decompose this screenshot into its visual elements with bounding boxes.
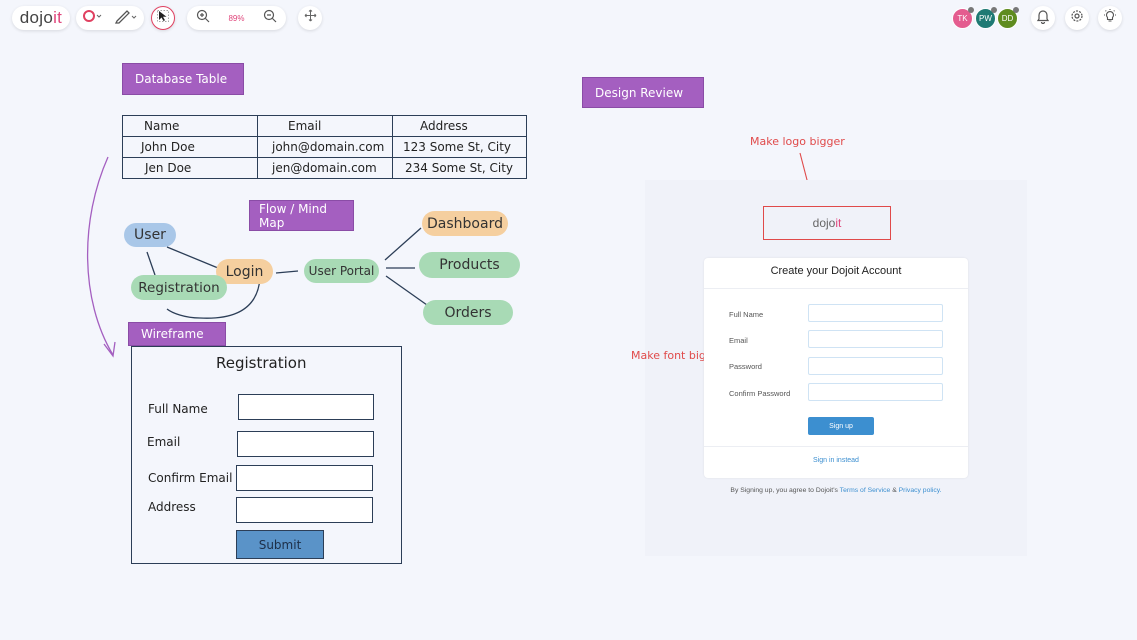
wireframe-frame[interactable] (131, 346, 402, 564)
table-cell: 123 Some St, City (392, 136, 527, 158)
table-header-cell: Name (122, 115, 258, 137)
wireframe-full-name-input[interactable] (238, 394, 374, 420)
label-email: Email (729, 336, 748, 345)
sign-in-instead-link[interactable]: Sign in instead (813, 457, 859, 464)
label-design-review[interactable]: Design Review (582, 77, 704, 108)
zoom-level[interactable]: 89% (228, 13, 245, 23)
table-header-cell: Email (257, 115, 393, 137)
avatar-initials: DD (1001, 14, 1014, 23)
node-user-portal[interactable]: User Portal (304, 259, 379, 283)
drawing-tools (76, 6, 144, 30)
email-input[interactable] (808, 330, 943, 348)
wireframe-label-address: Address (148, 500, 196, 514)
pan-tool-button[interactable] (298, 6, 322, 30)
label-confirm-password: Confirm Password (729, 389, 791, 398)
wireframe-confirm-email-input[interactable] (236, 465, 373, 491)
table-cell: 234 Some St, City (392, 157, 527, 179)
node-login[interactable]: Login (216, 259, 273, 284)
logo-accent: it (53, 8, 63, 27)
card-divider (704, 288, 968, 289)
confirm-password-input[interactable] (808, 383, 943, 401)
bell-icon (1035, 8, 1051, 29)
node-products[interactable]: Products (419, 252, 520, 278)
wireframe-label-email: Email (147, 435, 181, 449)
presence-dot (991, 7, 997, 13)
notifications-button[interactable] (1031, 6, 1055, 30)
theme-toggle-button[interactable] (1098, 6, 1122, 30)
wireframe-title: Registration (216, 354, 307, 372)
table-row: John Doe john@domain.com 123 Some St, Ci… (122, 136, 527, 158)
privacy-policy-link[interactable]: Privacy policy. (898, 487, 942, 494)
wireframe-email-input[interactable] (237, 431, 374, 457)
label-wireframe[interactable]: Wireframe (128, 322, 226, 346)
terms-of-service-link[interactable]: Terms of Service (839, 487, 891, 494)
table-header-row: Name Email Address (122, 115, 527, 137)
wireframe-submit-button[interactable]: Submit (236, 530, 324, 559)
zoom-in-icon[interactable] (196, 9, 210, 28)
table-cell: john@domain.com (257, 136, 393, 158)
node-orders[interactable]: Orders (423, 300, 513, 325)
avatar-pw[interactable]: PW (975, 7, 997, 29)
table-cell: jen@domain.com (257, 157, 393, 179)
select-tool-button[interactable] (151, 6, 175, 30)
signup-card: Create your Dojoit Account Full Name Ema… (704, 258, 968, 478)
card-divider-bottom (704, 446, 968, 447)
label-full-name: Full Name (729, 310, 764, 319)
node-user[interactable]: User (124, 223, 176, 247)
pen-tool-icon[interactable] (114, 8, 138, 29)
avatar-dd[interactable]: DD (997, 7, 1019, 29)
zoom-out-icon[interactable] (263, 9, 277, 28)
database-table[interactable]: Name Email Address John Doe john@domain.… (122, 115, 527, 179)
table-row: Jen Doe jen@domain.com 234 Some St, City (122, 157, 527, 179)
avatar-tk[interactable]: TK (952, 7, 974, 29)
move-icon (304, 9, 317, 27)
table-cell: Jen Doe (122, 157, 258, 179)
avatar-initials: TK (957, 14, 968, 23)
avatar-initials: PW (979, 14, 992, 23)
terms-text: By Signing up, you agree to Dojoit's Ter… (704, 487, 968, 494)
zoom-controls: 89% (187, 6, 286, 30)
wireframe-label-confirm-email: Confirm Email (148, 471, 233, 485)
table-cell: John Doe (122, 136, 258, 158)
label-password: Password (729, 362, 762, 371)
wireframe-label-full-name: Full Name (148, 402, 208, 416)
node-registration[interactable]: Registration (131, 275, 227, 300)
review-logo-main: dojo (812, 216, 836, 230)
table-header-cell: Address (392, 115, 527, 137)
review-logo-accent: it (835, 216, 842, 230)
note-make-font-bigger[interactable]: Make font bigger (631, 349, 725, 362)
label-database-table[interactable]: Database Table (122, 63, 244, 95)
gear-icon (1070, 9, 1084, 28)
presence-dot (1013, 7, 1019, 13)
terms-amp: & (892, 487, 897, 494)
node-dashboard[interactable]: Dashboard (422, 211, 508, 236)
presence-dot (968, 7, 974, 13)
settings-button[interactable] (1065, 6, 1089, 30)
note-make-logo-bigger[interactable]: Make logo bigger (750, 135, 845, 148)
terms-prefix: By Signing up, you agree to Dojoit's (730, 487, 838, 494)
logo-main: dojo (19, 8, 54, 27)
full-name-input[interactable] (808, 304, 943, 322)
lightbulb-icon (1102, 8, 1118, 29)
signup-card-title: Create your Dojoit Account (770, 265, 902, 277)
cursor-icon (157, 9, 169, 27)
password-input[interactable] (808, 357, 943, 375)
wireframe-address-input[interactable] (236, 497, 373, 523)
shape-tool-icon[interactable] (82, 9, 102, 28)
signup-button[interactable]: Sign up (808, 417, 874, 435)
label-flow-mind-map[interactable]: Flow / Mind Map (249, 200, 354, 231)
